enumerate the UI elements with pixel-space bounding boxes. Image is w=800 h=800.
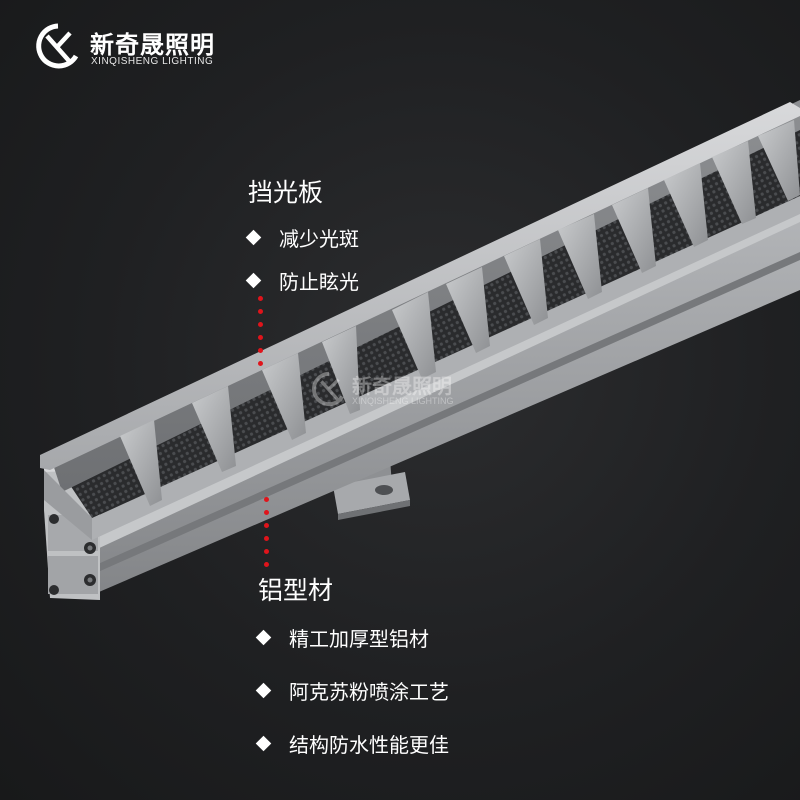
- xq-logo-icon: [36, 23, 79, 69]
- profile-feature: 结构防水性能更佳: [255, 729, 449, 758]
- profile-feature-label: 阿克苏粉喷涂工艺: [289, 680, 449, 704]
- profile-callout: 铝型材 精工加厚型铝材 阿克苏粉喷涂工艺 结构防水性能更佳: [255, 576, 449, 758]
- light-baffles: [120, 120, 800, 506]
- baffle-leader-dots: [258, 296, 264, 374]
- brand-logo: 新奇晟照明 XINQISHENG LIGHTING: [34, 22, 234, 72]
- diamond-bullet-icon: [255, 735, 272, 752]
- brand-name: 新奇晟照明: [90, 31, 215, 59]
- diamond-bullet-icon: [255, 629, 272, 646]
- diamond-bullet-icon: [245, 272, 262, 289]
- brand-watermark: 新奇晟照明 XINQISHENG LIGHTING: [310, 370, 490, 414]
- watermark-name: 新奇晟照明: [352, 374, 452, 398]
- baffle-feature: 防止眩光: [245, 266, 359, 295]
- brand-subtitle: XINQISHENG LIGHTING: [91, 56, 214, 67]
- baffle-feature-label: 减少光斑: [279, 227, 359, 251]
- profile-feature: 阿克苏粉喷涂工艺: [255, 676, 449, 705]
- baffle-feature-label: 防止眩光: [279, 270, 359, 294]
- baffle-title: 挡光板: [248, 178, 324, 207]
- baffle-feature: 减少光斑: [245, 223, 359, 252]
- profile-title: 铝型材: [258, 576, 334, 605]
- profile-leader-dots: [264, 497, 270, 575]
- profile-feature: 精工加厚型铝材: [255, 623, 449, 652]
- diamond-bullet-icon: [245, 229, 262, 246]
- profile-feature-label: 精工加厚型铝材: [289, 627, 429, 651]
- aluminum-profile: [44, 210, 800, 600]
- baffle-callout: 挡光板 减少光斑 防止眩光: [245, 178, 359, 295]
- xq-logo-icon: [312, 371, 344, 407]
- profile-feature-label: 结构防水性能更佳: [289, 733, 449, 757]
- watermark-subtitle: XINQISHENG LIGHTING: [352, 396, 454, 406]
- diamond-bullet-icon: [255, 682, 272, 699]
